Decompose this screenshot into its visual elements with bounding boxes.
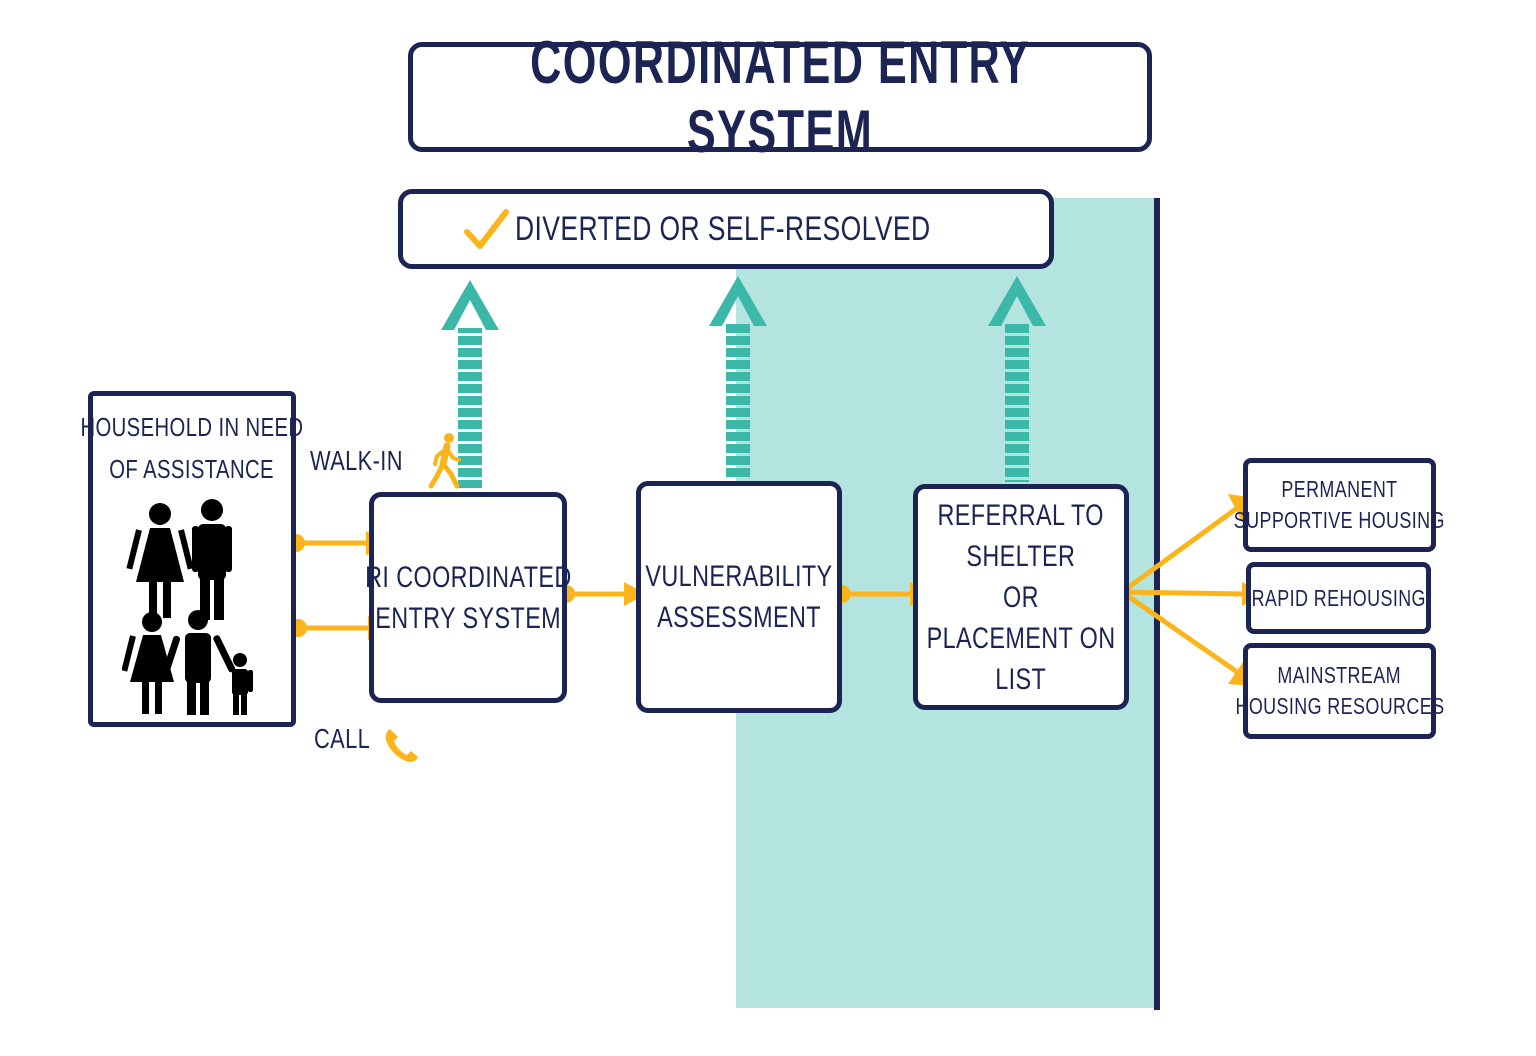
call-label-group: CALL — [314, 713, 422, 765]
checkmark-icon — [464, 209, 509, 249]
diverted-label: DIVERTED OR SELF-RESOLVED — [515, 209, 931, 248]
ri-ces-line-2: ENTRY SYSTEM — [375, 601, 561, 635]
referral-line-2: SHELTER — [966, 539, 1076, 573]
permanent-supportive-housing-box: PERMANENT SUPPORTIVE HOUSING — [1234, 458, 1445, 552]
up-arrow-vulnerability — [709, 276, 767, 480]
rapid-rehousing-box: RAPID REHOUSING — [1246, 562, 1431, 634]
call-label: CALL — [314, 723, 371, 754]
mainstream-line-1: MAINSTREAM — [1277, 662, 1402, 688]
diverted-box: DIVERTED OR SELF-RESOLVED — [398, 189, 1054, 269]
referral-line-4: PLACEMENT ON — [926, 621, 1116, 655]
rapid-rehousing-label: RAPID REHOUSING — [1251, 584, 1426, 611]
up-arrow-ri — [441, 280, 499, 488]
ri-ces-line-1: RI COORDINATED — [364, 560, 572, 594]
page-title: COORDINATED ENTRY SYSTEM — [530, 29, 1030, 165]
vulnerability-assessment-box: VULNERABILITY ASSESSMENT — [636, 481, 842, 713]
ri-coordinated-entry-box: RI COORDINATED ENTRY SYSTEM — [365, 492, 571, 703]
household-label-line-2: OF ASSISTANCE — [109, 454, 275, 484]
referral-line-3: OR — [1003, 580, 1039, 614]
mainstream-housing-box: MAINSTREAM HOUSING RESOURCES — [1235, 643, 1444, 739]
referral-line-5: LIST — [995, 662, 1047, 696]
household-label-line-1: HOUSEHOLD IN NEED — [80, 412, 304, 442]
arrows-referral-to-outcomes — [1112, 494, 1264, 686]
title-box: COORDINATED ENTRY SYSTEM — [408, 29, 1152, 165]
household-box: HOUSEHOLD IN NEED OF ASSISTANCE — [81, 391, 303, 727]
up-arrow-referral — [988, 276, 1046, 482]
vulnerability-line-1: VULNERABILITY — [645, 560, 833, 593]
walk-in-label: WALK-IN — [310, 445, 403, 476]
divider-line — [1154, 198, 1160, 1010]
referral-box: REFERRAL TO SHELTER OR PLACEMENT ON LIST — [913, 484, 1129, 710]
walking-person-icon — [428, 433, 462, 489]
vulnerability-line-2: ASSESSMENT — [657, 601, 821, 634]
mainstream-line-2: HOUSING RESOURCES — [1235, 693, 1444, 719]
walk-in-label-group: WALK-IN — [310, 432, 467, 490]
phone-icon — [385, 729, 419, 762]
psh-line-2: SUPPORTIVE HOUSING — [1233, 507, 1446, 533]
psh-line-1: PERMANENT — [1281, 476, 1398, 502]
referral-line-1: REFERRAL TO — [937, 498, 1105, 532]
family-icon — [122, 499, 253, 715]
